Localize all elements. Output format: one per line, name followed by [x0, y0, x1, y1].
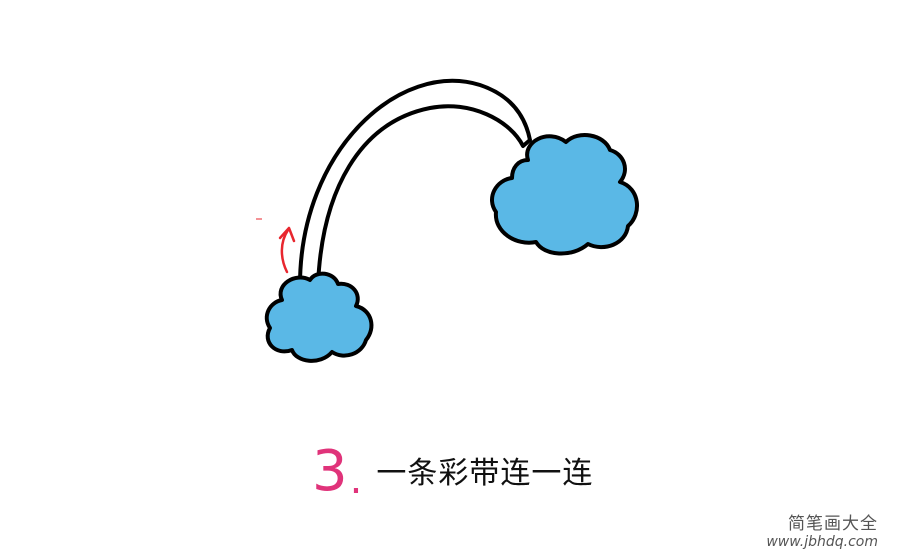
arrow-head-icon: [278, 226, 296, 243]
watermark-url: www.jbhdq.com: [766, 534, 878, 550]
watermark: 简笔画大全 www.jbhdq.com: [766, 514, 878, 550]
right-cloud: [490, 133, 640, 256]
step-caption: 3 . 一条彩带连一连: [312, 436, 594, 504]
left-cloud: [264, 271, 374, 363]
step-dot: .: [349, 457, 363, 503]
step-text: 一条彩带连一连: [376, 456, 594, 491]
watermark-title: 简笔画大全: [788, 514, 878, 534]
step-number: 3: [312, 439, 348, 504]
rainbow-band: [298, 78, 532, 287]
arrow-up-icon: [280, 228, 290, 274]
